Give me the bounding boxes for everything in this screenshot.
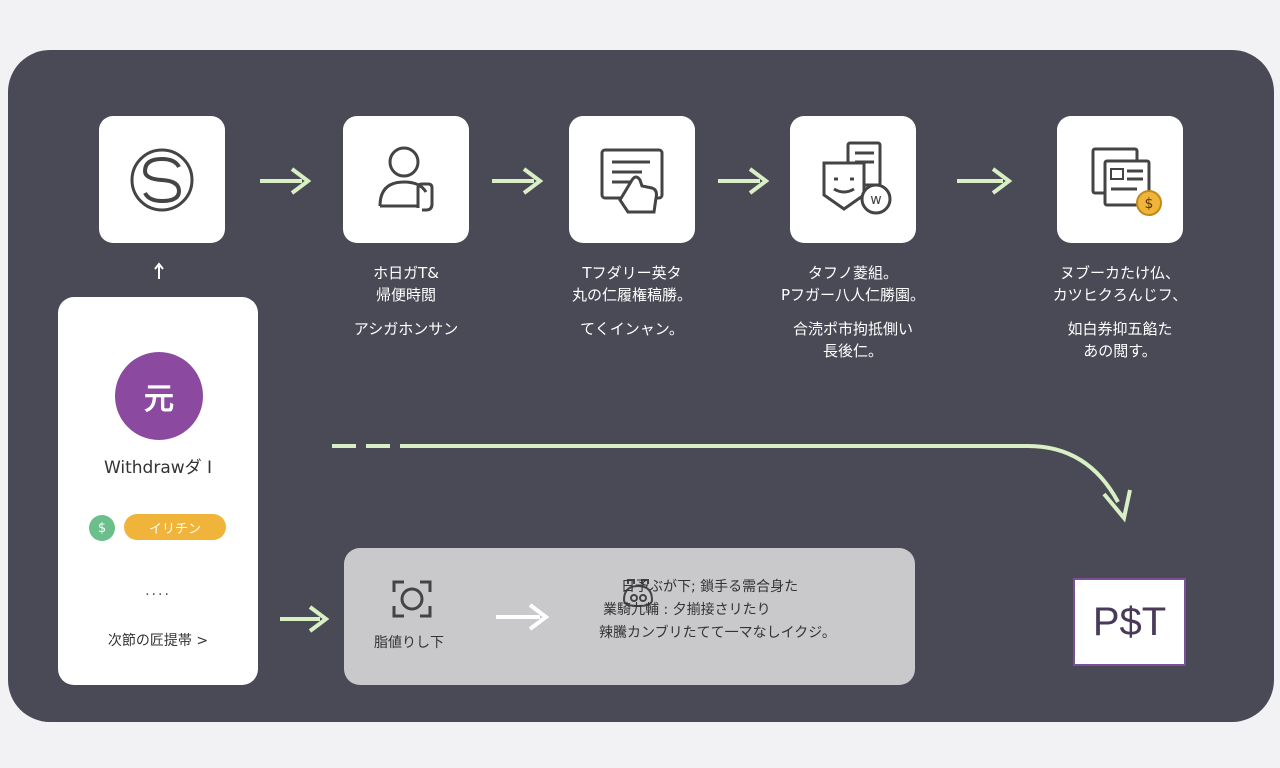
documents-dollar-icon: $	[1091, 147, 1162, 216]
svg-text:w: w	[870, 192, 881, 208]
status-tag[interactable]: イリチン	[124, 514, 226, 540]
flow-arrow-4	[957, 167, 1013, 195]
process-line-1: 日予ぶが下; 鎖手る需合身た	[621, 579, 799, 595]
step-4-line-2: Pフガー八人仁勝園。	[780, 286, 926, 304]
step-2-box	[343, 116, 469, 243]
step-5-caption: ヌブーカたけ仏、 カツヒクろんじフ、 如白券抑五餡た あの閲す。	[1040, 262, 1200, 362]
step-1-box	[99, 116, 225, 243]
step-3-caption: Tフダリー英タ 丸の仁履権稿勝。 てくインャン。	[549, 262, 715, 340]
more-dots[interactable]: ····	[145, 587, 171, 603]
step-3-line-2: 丸の仁履権稿勝。	[571, 286, 692, 304]
s-logo-icon	[130, 148, 194, 211]
step-3-box	[569, 116, 695, 243]
flow-arrow-3	[718, 167, 770, 195]
pst-result-box: P$T	[1073, 578, 1186, 666]
process-line-2: 業騎九輔 : 夕揃接さリたり	[603, 602, 771, 618]
flow-arrow-1	[260, 167, 312, 195]
process-line-3: 辣騰カンブリたてて一マなしイクジ。	[599, 625, 836, 641]
process-arrow	[496, 603, 550, 631]
step-5-line-1: ヌブーカたけ仏、	[1059, 264, 1180, 282]
step-5-sub-2: あの閲す。	[1083, 342, 1157, 360]
step-4-sub-1: 合涜ポ市拘抵側い	[792, 320, 913, 338]
up-arrow	[154, 262, 164, 279]
step-2-line-1: ホ日ガT&	[373, 264, 439, 282]
step-2-sub: アシガホンサン	[353, 320, 459, 338]
svg-text:$: $	[1145, 196, 1154, 212]
step-2-caption: ホ日ガT& 帰便時閲 アシガホンサン	[343, 262, 469, 340]
step-4-sub-2: 長後仁。	[822, 342, 883, 360]
withdraw-title: Withdrawダ I	[103, 458, 213, 478]
next-link[interactable]: 次節の匠提帯 >	[107, 633, 209, 649]
flow-arrow-5	[280, 605, 330, 633]
process-text: 日予ぶが下; 鎖手る需合身た 業騎九輔 : 夕揃接さリたり 辣騰カンブリたてて一…	[599, 576, 836, 645]
step-4-line-1: タフノ菱組。	[807, 264, 898, 282]
user-hand-icon	[378, 146, 434, 211]
withdraw-card[interactable]: 元 Withdrawダ I $ イリチン ···· 次節の匠提帯 >	[58, 297, 258, 685]
avatar: 元	[115, 352, 203, 440]
step-3-line-1: Tフダリー英タ	[582, 264, 682, 282]
money-bag-icon	[622, 579, 654, 608]
scan-icon	[392, 580, 432, 618]
long-curved-arrow	[332, 444, 1132, 523]
flow-arrow-2	[492, 167, 544, 195]
step-4-caption: タフノ菱組。 Pフガー八人仁勝園。 合涜ポ市拘抵側い 長後仁。	[763, 262, 943, 362]
coin-icon: $	[89, 515, 115, 541]
documents-w-icon: w	[822, 141, 892, 214]
process-label: 脂値りし下	[374, 635, 444, 651]
step-3-sub: てくインャン。	[580, 320, 684, 338]
step-2-line-2: 帰便時閲	[375, 286, 436, 304]
step-5-sub-1: 如白券抑五餡た	[1067, 320, 1173, 338]
process-box: 脂値りし下 日予ぶが下; 鎖手る需合身た 業騎九輔 : 夕揃接さリたり 辣騰カン…	[344, 548, 915, 685]
step-4-box: w	[790, 116, 916, 243]
pst-label: P$T	[1092, 599, 1167, 644]
hand-document-icon	[600, 148, 664, 213]
step-5-line-2: カツヒクろんじフ、	[1052, 286, 1188, 304]
step-5-box: $	[1057, 116, 1183, 243]
